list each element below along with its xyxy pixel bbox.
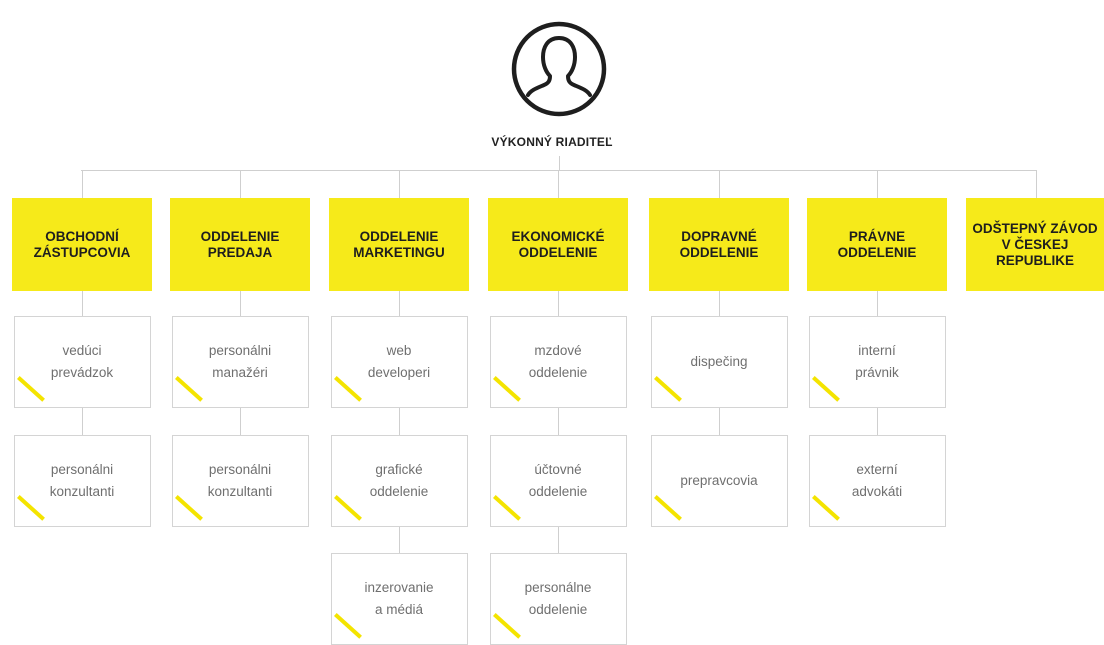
department-connector — [82, 170, 83, 198]
subunit-label: prepravcovia — [680, 473, 758, 488]
subunit-label: inzerovanie a médiá — [364, 580, 434, 617]
department-connector — [877, 170, 878, 198]
subunit-label: grafické oddelenie — [369, 462, 429, 499]
department-box: ODŠTEPNÝ ZÁVOD V ČESKEJ REPUBLIKE — [966, 198, 1104, 291]
ceo-connector — [559, 156, 560, 170]
department-connector — [719, 170, 720, 198]
subunit-box: vedúci prevádzok — [13, 316, 151, 408]
subunit-label: personálni konzultanti — [207, 462, 273, 499]
department-label: EKONOMICKÉ ODDELENIE — [511, 228, 605, 260]
subunit-connector — [240, 291, 241, 316]
subunit-connector — [558, 527, 559, 553]
subunit-label: personálni konzultanti — [49, 462, 115, 499]
department-label: PRÁVNE ODDELENIE — [837, 228, 917, 260]
department-box: DOPRAVNÉ ODDELENIE — [649, 198, 789, 291]
department-box: EKONOMICKÉ ODDELENIE — [488, 198, 628, 291]
subunit-connector — [399, 408, 400, 435]
subunit-box: inzerovanie a médiá — [330, 553, 468, 645]
subunit-label: personálne oddelenie — [524, 580, 592, 617]
subunit-connector — [399, 527, 400, 553]
subunit-box: dispečing — [650, 316, 788, 408]
subunit-connector — [877, 408, 878, 435]
department-connector — [240, 170, 241, 198]
subunit-box: web developeri — [330, 316, 468, 408]
subunit-connector — [877, 291, 878, 316]
subunit-label: mzdové oddelenie — [528, 343, 588, 380]
subunit-label: účtovné oddelenie — [528, 462, 588, 499]
subunit-label: web developeri — [367, 343, 431, 380]
subunit-label: externí advokáti — [851, 462, 903, 499]
department-label: DOPRAVNÉ ODDELENIE — [679, 228, 759, 260]
subunit-box: personálni konzultanti — [171, 435, 309, 527]
department-box: OBCHODNÍ ZÁSTUPCOVIA — [12, 198, 152, 291]
subunit-connector — [82, 291, 83, 316]
department-box: ODDELENIE PREDAJA — [170, 198, 310, 291]
subunit-box: externí advokáti — [808, 435, 946, 527]
subunit-box: personálne oddelenie — [489, 553, 627, 645]
subunit-box: účtovné oddelenie — [489, 435, 627, 527]
subunit-connector — [558, 291, 559, 316]
subunit-label: vedúci prevádzok — [50, 343, 114, 380]
ceo-title: VÝKONNÝ RIADITEĽ — [491, 135, 613, 149]
department-label: OBCHODNÍ ZÁSTUPCOVIA — [33, 228, 131, 260]
subunit-connector — [399, 291, 400, 316]
department-connector — [399, 170, 400, 198]
department-box: ODDELENIE MARKETINGU — [329, 198, 469, 291]
subunit-connector — [82, 408, 83, 435]
department-box: PRÁVNE ODDELENIE — [807, 198, 947, 291]
subunit-connector — [240, 408, 241, 435]
user-avatar-icon — [510, 20, 608, 118]
subunit-connector — [719, 408, 720, 435]
subunit-label: personálni manažéri — [208, 343, 272, 380]
department-label: ODŠTEPNÝ ZÁVOD V ČESKEJ REPUBLIKE — [972, 220, 1098, 268]
department-label: ODDELENIE MARKETINGU — [353, 228, 445, 260]
subunit-connector — [558, 408, 559, 435]
subunit-label: interní právnik — [855, 343, 899, 380]
subunit-box: personálni konzultanti — [13, 435, 151, 527]
department-label: ODDELENIE PREDAJA — [200, 228, 280, 260]
subunit-label: dispečing — [690, 354, 748, 369]
subunit-box: grafické oddelenie — [330, 435, 468, 527]
subunit-box: prepravcovia — [650, 435, 788, 527]
subunit-box: personálni manažéri — [171, 316, 309, 408]
subunit-box: interní právnik — [808, 316, 946, 408]
department-connector — [558, 170, 559, 198]
subunit-connector — [719, 291, 720, 316]
department-connector — [1036, 170, 1037, 198]
subunit-box: mzdové oddelenie — [489, 316, 627, 408]
department-bus-line — [81, 170, 1037, 171]
